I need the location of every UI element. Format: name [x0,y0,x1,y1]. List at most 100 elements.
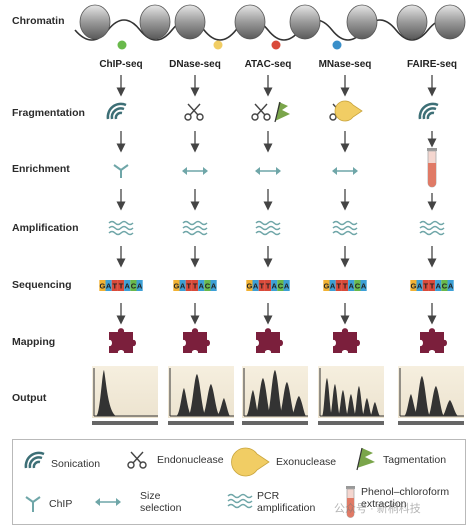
sequence-base-letter: C [278,282,284,291]
sequence-base-box [360,280,367,291]
sequence-base-box [252,280,259,291]
column-header-atac-seq: ATAC-seq [244,59,292,70]
legend-pcr-label: PCR amplification [257,490,316,514]
row-label-sequencing: Sequencing [12,279,72,291]
sequence-base-box [416,280,423,291]
chip-antibody-icon [113,164,129,178]
puzzle-piece-icon [256,328,283,353]
puzzle-piece-icon [333,328,360,353]
sequence-base-letter: C [355,282,361,291]
output-panel-mnase-seq [318,366,384,418]
sequence-base-letter: T [337,282,342,291]
sequence-base-letter: T [193,282,198,291]
puzzle-piece-icon [183,328,210,353]
sequence-base-letter: C [205,282,211,291]
sequence-base-box [329,280,336,291]
legend-sonication-icon [24,451,46,470]
sequence-base-letter: A [198,282,204,291]
sequence-base-box [210,280,217,291]
output-panel-chip-seq [92,366,158,418]
pcr-amplification-icon [332,220,358,236]
sequence-base-box [422,280,429,291]
sequence-base-box [173,280,180,291]
sequence-base-box [111,280,118,291]
sequence-base-letter: A [417,282,423,291]
size-selection-icon [181,166,209,176]
legend-size-selection-icon [94,497,122,507]
chromatin-mark-green [117,40,127,50]
sequence-base-letter: A [361,282,367,291]
column-header-mnase-seq: MNase-seq [318,59,372,70]
sequence-base-box [136,280,143,291]
size-selection-icon [331,166,359,176]
sequence-base-letter: A [271,282,277,291]
size-selection-icon [254,166,282,176]
row-label-output: Output [12,392,47,404]
sequence-base-box [258,280,265,291]
sequence-base-letter: G [323,282,329,291]
legend-phenol-tube-icon [346,486,355,518]
legend-phenol-label: Phenol–chloroform extraction [361,486,450,510]
sequence-base-letter: T [260,282,265,291]
flow-arrows [116,75,437,325]
sequence-base-box [130,280,137,291]
legend-chip-label: ChIP [49,498,73,510]
output-panel-dnase-seq [168,366,234,418]
sequence-base-letter: T [430,282,435,291]
sequence-base-letter: C [442,282,448,291]
sequence-base-letter: G [410,282,416,291]
puzzle-piece-icon [109,328,136,353]
sequence-base-box [117,280,125,291]
sequence-base-letter: T [424,282,429,291]
sonication-icon [106,102,128,121]
sequence-base-box [124,280,131,291]
chromatin-mark-yellow [213,40,223,50]
output-panel-faire-seq [398,366,464,418]
legend-pcr-icon [227,493,253,509]
sequence-base-box [191,280,199,291]
row-label-enrichment: Enrichment [12,163,70,175]
sequence-base-box [179,280,186,291]
nucleosome-row [79,4,466,40]
legend-exonuclease-icon [231,447,270,477]
legend-tagmentation-label: Tagmentation [383,454,447,466]
legend-endonuclease-label: Endonuclease [157,454,224,466]
sequence-base-box [264,280,272,291]
sequence-base-box [99,280,106,291]
sequence-base-box [341,280,349,291]
endonuclease-exonuclease-icons [329,100,363,122]
sequence-base-letter: T [187,282,192,291]
row-label-fragmentation: Fragmentation [12,107,85,119]
sequence-base-letter: A [253,282,259,291]
pcr-amplification-icon [255,220,281,236]
sequence-base-letter: T [343,282,348,291]
sequence-base-letter: A [348,282,354,291]
sequence-base-letter: A [448,282,454,291]
column-header-faire-seq: FAIRE-seq [406,59,457,70]
endonuclease-tagmentation-icons [251,101,290,123]
sequence-base-box [435,280,442,291]
chromatin-strand [74,19,461,41]
phenol-tube-icon [427,148,437,188]
sequence-base-box [277,280,284,291]
sequence-base-letter: T [113,282,118,291]
pcr-amplification-icon [419,220,445,236]
watermark: 公众号 · 新桐科技 [334,503,421,515]
sequence-base-letter: C [131,282,137,291]
pcr-amplification-icon [108,220,134,236]
sequence-base-box [204,280,211,291]
legend-chip-icon [25,496,41,512]
sequence-base-letter: A [330,282,336,291]
endonuclease-icon [184,103,204,121]
sequence-base-letter: A [137,282,143,291]
sequence-base-letter: A [284,282,290,291]
legend-exonuclease-label: Exonuclease [276,456,337,468]
sequence-base-letter: G [246,282,252,291]
legend-box: Sonication Endonuclease Exonuclease Tagm… [12,439,466,525]
